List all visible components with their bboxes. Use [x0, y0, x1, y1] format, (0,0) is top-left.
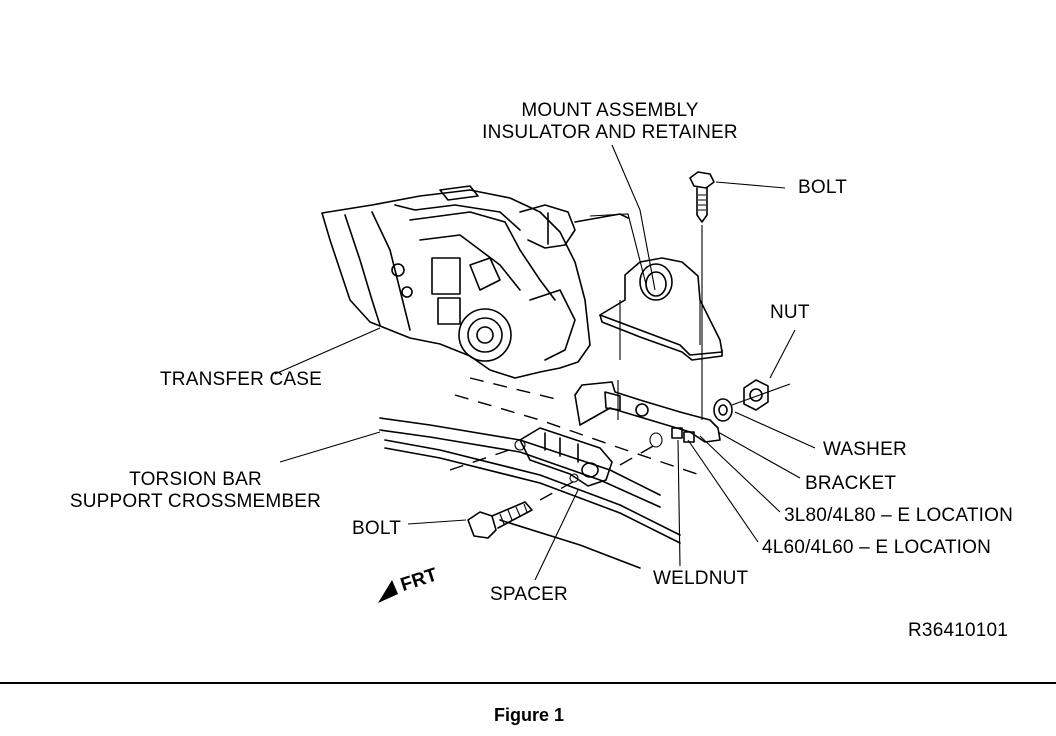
- bracket-label: BRACKET: [805, 473, 897, 494]
- torsion-label-line1: TORSION BAR: [129, 469, 262, 490]
- location-3l80-label: 3L80/4L80 – E LOCATION: [784, 505, 1014, 526]
- figure-caption: Figure 1: [494, 705, 565, 725]
- torsion-bar-label: TORSION BAR SUPPORT CROSSMEMBER: [58, 469, 333, 513]
- crossmember-drawing: [379, 377, 701, 569]
- bolt-top-label: BOLT: [798, 177, 848, 198]
- spacer-drawing: [514, 427, 663, 487]
- bolt-bottom-label: BOLT: [352, 518, 402, 539]
- weldnut-label: WELDNUT: [653, 568, 749, 589]
- washer-label: WASHER: [823, 439, 907, 460]
- front-arrow-icon: [378, 580, 398, 603]
- mount-assembly-drawing: [599, 257, 723, 361]
- reference-code: R36410101: [908, 620, 1009, 641]
- transfer-case-label: TRANSFER CASE: [160, 369, 323, 390]
- mount-label-line2: INSULATOR AND RETAINER: [482, 122, 738, 143]
- caption-divider: [0, 682, 1056, 684]
- location-4l60-label: 4L60/4L60 – E LOCATION: [762, 537, 992, 558]
- leader-lines: [274, 144, 816, 581]
- bottom-bolt-drawing: [467, 501, 533, 539]
- spacer-label: SPACER: [490, 584, 568, 605]
- nut-washer-drawing: [713, 379, 791, 422]
- mount-label-line1: MOUNT ASSEMBLY: [521, 100, 699, 121]
- torsion-label-line2: SUPPORT CROSSMEMBER: [69, 491, 322, 512]
- bracket-drawing: [574, 380, 721, 443]
- transfer-case-drawing: [321, 185, 629, 379]
- mount-assembly-label: MOUNT ASSEMBLY INSULATOR AND RETAINER: [470, 100, 750, 144]
- nut-label: NUT: [770, 302, 810, 323]
- top-bolt-drawing: [689, 171, 715, 420]
